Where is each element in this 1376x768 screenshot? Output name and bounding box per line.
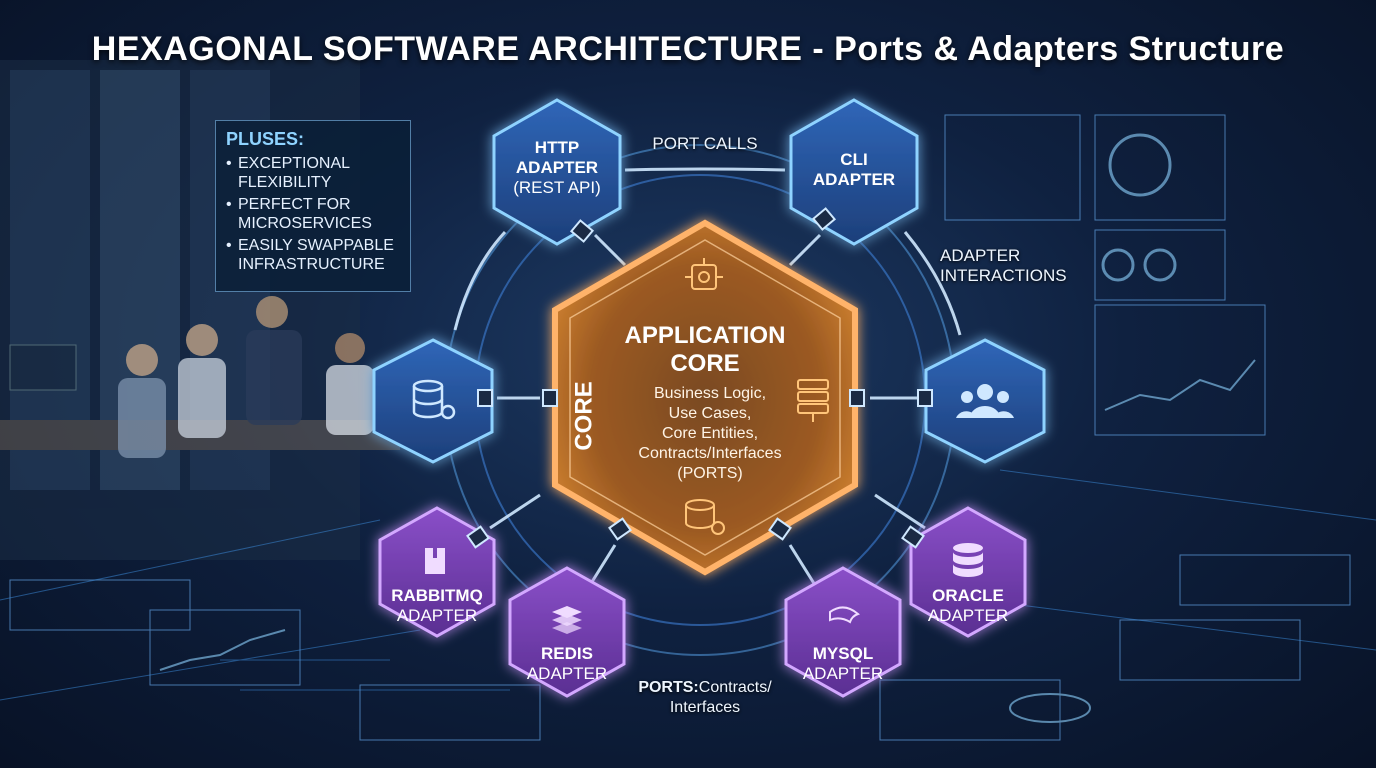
core-desc-line: Use Cases, [668,405,752,422]
http-adapter-line3: (REST API) [513,178,601,197]
pluses-item: EASILY SWAPPABLE INFRASTRUCTURE [226,236,400,274]
database-icon [412,379,456,420]
core-desc-line: Business Logic, [653,385,767,402]
redis-adapter-line1: REDIS [541,644,593,663]
core-desc-line: Contracts/Interfaces [638,445,782,462]
core-title: APPLICATION CORE [590,322,820,378]
adapter-interactions-line2: INTERACTIONS [940,266,1067,285]
database-adapter-hex [372,338,494,464]
http-adapter-hex [492,98,622,246]
redis-adapter-label: REDIS ADAPTER [507,644,627,684]
oracle-adapter-label: ORACLE ADAPTER [908,586,1028,626]
http-adapter-label: HTTP ADAPTER (REST API) [497,138,617,198]
pluses-panel: PLUSES: EXCEPTIONAL FLEXIBILITY PERFECT … [215,120,411,292]
ports-label-bold: PORTS: [638,679,699,696]
core-network-icon [685,258,723,290]
floor-lines [0,469,1376,701]
redis-icon [552,606,582,634]
pluses-list: EXCEPTIONAL FLEXIBILITY PERFECT FOR MICR… [226,154,400,274]
pluses-item: PERFECT FOR MICROSERVICES [226,195,400,233]
mysql-adapter-line1: MYSQL [812,644,874,663]
mysql-adapter-line2: ADAPTER [802,664,884,683]
core-side-label: CORE [570,381,598,451]
oracle-database-icon [953,543,983,577]
connector-arrows [453,167,962,586]
core-desc-line: Core Entities, [661,425,759,442]
core-server-icon [797,379,829,422]
redis-adapter-line2: ADAPTER [526,664,608,683]
cli-adapter-line2: ADAPTER [812,170,896,189]
oracle-adapter-line2: ADAPTER [927,606,1009,625]
page-title: HEXAGONAL SOFTWARE ARCHITECTURE - Ports … [91,30,1285,68]
port-calls-label: PORT CALLS [652,134,758,153]
http-adapter-line1: HTTP [534,138,580,157]
redis-adapter-hex [508,566,626,698]
core-description: Business Logic, Use Cases, Core Entities… [600,384,820,484]
rabbitmq-adapter-line1: RABBITMQ [391,586,483,605]
ports-label-rest1: Contracts/ [698,679,772,696]
core-title-line1: APPLICATION [624,322,786,349]
pluses-heading: PLUSES: [226,129,305,149]
rabbitmq-adapter-label: RABBITMQ ADAPTER [377,586,497,626]
mysql-dolphin-icon [829,606,860,624]
oracle-adapter-line1: ORACLE [932,586,1004,605]
cli-adapter-label: CLI ADAPTER [794,150,914,190]
users-adapter-hex [924,338,1046,464]
ports-label-rest2: Interfaces [669,699,741,716]
users-icon [956,384,1014,418]
people-silhouettes [118,296,374,458]
cli-adapter-hex [789,98,919,246]
ports-label: PORTS:Contracts/ Interfaces [620,678,790,718]
rabbitmq-adapter-hex [378,506,496,638]
cli-adapter-line1: CLI [840,150,868,169]
pluses-item: EXCEPTIONAL FLEXIBILITY [226,154,400,192]
dashboard-panels [9,114,1351,741]
rabbitmq-adapter-line2: ADAPTER [396,606,478,625]
http-adapter-line2: ADAPTER [515,158,599,177]
rabbitmq-icon [425,548,445,574]
core-hexagon [552,219,858,576]
mysql-adapter-label: MYSQL ADAPTER [783,644,903,684]
core-database-icon [685,499,725,535]
adapter-interactions-label: ADAPTER INTERACTIONS [940,246,1090,286]
core-desc-line: (PORTS) [677,465,743,482]
mysql-adapter-hex [784,566,902,698]
core-title-line2: CORE [670,350,740,377]
adapter-interactions-line1: ADAPTER [940,246,1021,265]
port-connectors [466,207,933,549]
